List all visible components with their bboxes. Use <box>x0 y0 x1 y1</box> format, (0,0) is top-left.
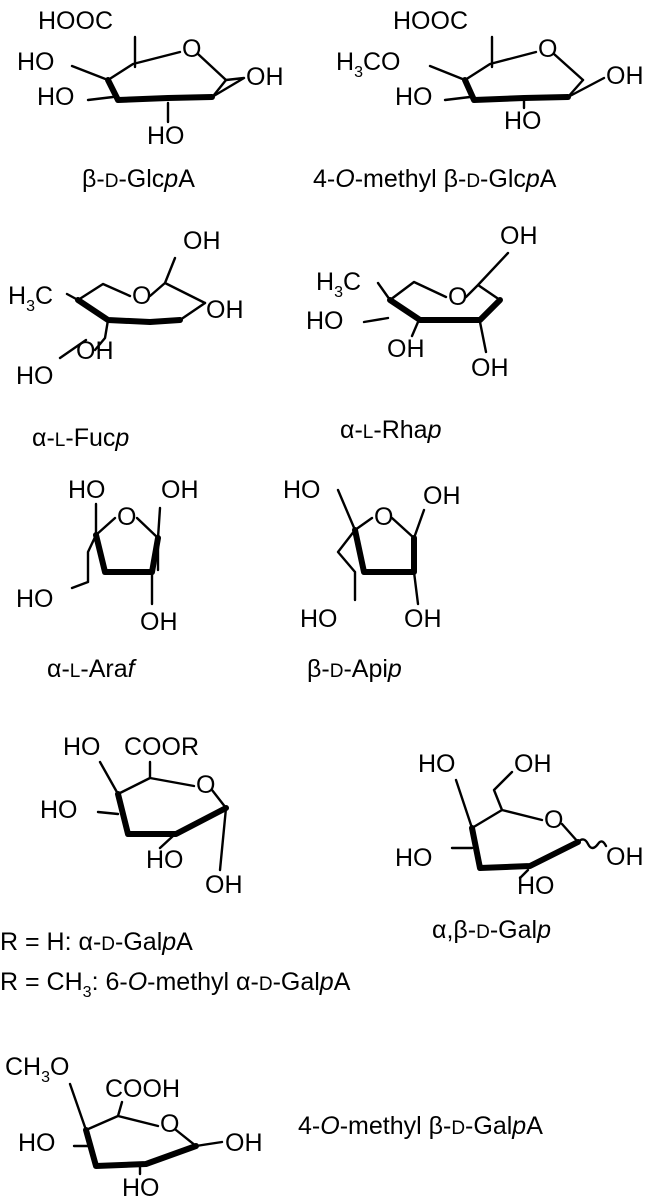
label-ho: HO <box>283 476 321 504</box>
label-ho: HO <box>17 48 55 76</box>
caption-rhap: α-L-Rhap <box>340 416 442 444</box>
label-ho: HO <box>16 362 54 390</box>
label-ho: HO <box>517 872 555 900</box>
label-ho: HO <box>122 1174 160 1202</box>
caption-apip: β-D-Apip <box>307 655 402 683</box>
label-hooc: HOOC <box>38 7 113 35</box>
label-oh: OH <box>246 63 284 91</box>
label-ch3o: CH3O <box>5 1053 69 1086</box>
structure-apip: HO OH O HO OH <box>283 476 461 633</box>
label-ho: HO <box>147 122 185 150</box>
caption-methyl-glcpa: 4-O-methyl β-D-GlcpA <box>313 165 557 193</box>
label-ho: HO <box>37 83 75 111</box>
label-hooc: HOOC <box>393 7 468 35</box>
label-ho: HO <box>16 585 54 613</box>
structure-glcpa: HOOC HO HO O OH HO <box>17 7 284 150</box>
label-ring-oxygen: O <box>160 1110 179 1138</box>
label-ho: HO <box>63 733 101 761</box>
label-oh: OH <box>225 1129 263 1157</box>
label-oh: OH <box>387 335 425 363</box>
caption-methyl-galpa: 4-O-methyl β-D-GalpA <box>298 1112 543 1140</box>
label-ring-oxygen: O <box>117 503 136 531</box>
label-ho: HO <box>300 605 338 633</box>
label-oh: OH <box>606 843 644 871</box>
caption-galpa-methyl: R = CH3: 6-O-methyl α-D-GalpA <box>0 968 351 1001</box>
label-oh: OH <box>606 62 644 90</box>
label-oh: OH <box>404 605 442 633</box>
label-oh: OH <box>140 608 178 636</box>
structure-galpa: HO COOR O HO HO OH <box>40 733 243 899</box>
label-ring-oxygen: O <box>448 283 467 311</box>
label-ho: HO <box>504 107 542 135</box>
label-ring-oxygen: O <box>132 282 151 310</box>
label-oh: OH <box>205 871 243 899</box>
label-oh: OH <box>423 482 461 510</box>
caption-fucp: α-L-Fucp <box>32 424 129 452</box>
label-h3c: H3C <box>8 282 53 315</box>
label-oh: OH <box>183 227 221 255</box>
label-ring-oxygen: O <box>196 771 215 799</box>
structure-araf: HO OH O HO OH <box>16 476 199 636</box>
label-ring-oxygen: O <box>182 35 201 63</box>
label-cooh: COOH <box>105 1075 180 1103</box>
label-ho: HO <box>418 750 456 778</box>
label-h3co: H3CO <box>336 48 400 81</box>
structure-fucp: OH H3C O OH HO OH <box>8 227 244 390</box>
label-ho: HO <box>306 307 344 335</box>
structure-methyl-galpa: CH3O COOH O HO OH HO <box>5 1053 263 1202</box>
label-ho: HO <box>146 846 184 874</box>
label-ring-oxygen: O <box>374 503 393 531</box>
label-oh: OH <box>161 476 199 504</box>
label-oh: OH <box>500 222 538 250</box>
label-ho: HO <box>395 83 433 111</box>
structure-galp: HO OH O HO OH HO <box>395 750 644 900</box>
structure-rhap: OH H3C O HO OH OH <box>306 222 538 382</box>
label-ho: HO <box>395 844 433 872</box>
label-coor: COOR <box>124 733 199 761</box>
label-oh: OH <box>206 296 244 324</box>
label-oh: OH <box>514 750 552 778</box>
label-ring-oxygen: O <box>538 35 557 63</box>
label-ho: HO <box>40 796 78 824</box>
structure-methyl-glcpa: HOOC H3CO O HO OH HO <box>336 7 644 135</box>
label-h3c: H3C <box>316 268 361 301</box>
caption-galp: α,β-D-Galp <box>432 916 551 944</box>
caption-galpa-h: R = H: α-D-GalpA <box>0 928 193 956</box>
caption-araf: α-L-Araf <box>47 655 138 683</box>
label-oh: OH <box>471 354 509 382</box>
label-ho: HO <box>68 476 106 504</box>
caption-glcpa: β-D-GlcpA <box>82 165 195 193</box>
label-ho: HO <box>18 1129 56 1157</box>
label-ring-oxygen: O <box>544 806 563 834</box>
